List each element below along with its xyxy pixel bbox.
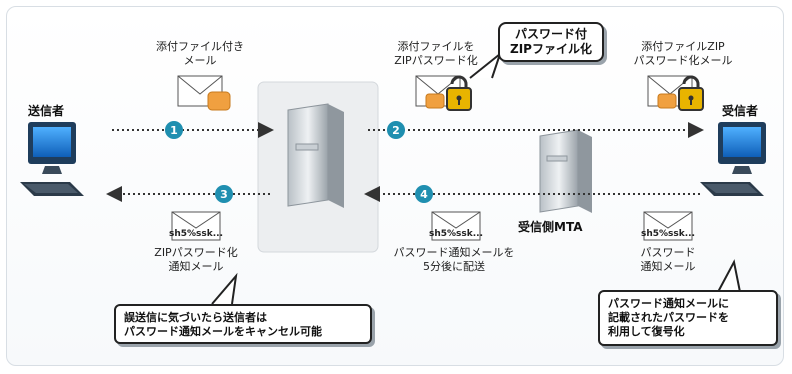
cancel-callout: 誤送信に気づいたら送信者は パスワード通知メールをキャンセル可能 [114,304,372,344]
receiver-computer-icon [700,122,766,196]
receiver-label: 受信者 [722,104,759,118]
zip-notice-label: ZIPパスワード化 通知メール [154,246,238,273]
step-1-marker: 1 [165,121,183,139]
step-2-marker: 2 [387,121,405,139]
sender-computer-icon [20,122,84,196]
zip-envelope-icon [415,75,472,111]
zip-mail-envelope-icon [647,75,704,111]
svg-text:1: 1 [170,124,178,137]
delayed-send-label: パスワード通知メールを 5分後に配送 [393,246,515,273]
pw-notice-label: パスワード 通知メール [640,246,696,273]
zip-mail-label: 添付ファイルZIP パスワード化メール [633,40,733,67]
step-3-marker: 3 [215,185,233,203]
attached-mail-label: 添付ファイル付き メール [156,40,244,67]
step-4-marker: 4 [415,185,433,203]
receiver-mta-label: 受信側MTA [518,220,583,234]
svg-text:sh5%ssk...: sh5%ssk... [429,229,483,239]
svg-text:4: 4 [420,188,428,201]
cancel-callout-pointer [211,272,238,305]
svg-text:2: 2 [392,124,400,137]
password-envelope-icon-receiver: sh5%ssk... [641,211,695,241]
decrypt-callout-pointer [717,259,741,293]
receiver-mta-server-icon [539,129,592,213]
sender-label: 送信者 [28,104,65,118]
zip-bubble: パスワード付 ZIPファイル化 [498,22,604,62]
zip-encrypt-label: 添付ファイルを ZIPパスワード化 [394,40,478,67]
sender-server-icon [287,103,344,208]
password-envelope-icon-3: sh5%ssk... [169,211,223,241]
svg-text:3: 3 [220,188,228,201]
svg-text:sh5%ssk...: sh5%ssk... [641,229,695,239]
svg-text:sh5%ssk...: sh5%ssk... [169,229,223,239]
decrypt-callout: パスワード通知メールに 記載されたパスワードを 利用して復号化 [598,290,778,346]
password-envelope-icon-4: sh5%ssk... [429,211,483,241]
attached-mail-envelope-icon [177,75,231,111]
